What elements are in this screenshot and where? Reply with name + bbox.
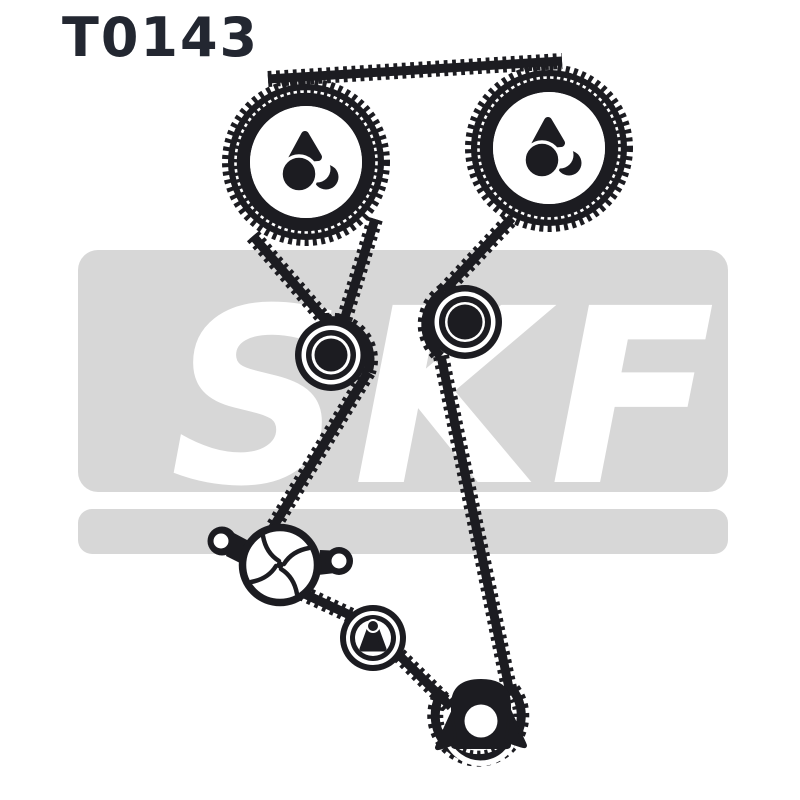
impeller-icon (248, 533, 312, 597)
crankshaft-sprocket (435, 679, 527, 766)
cam-hub-icon (279, 128, 339, 194)
idler-pulley (295, 319, 367, 391)
skf-watermark: SKF (78, 250, 728, 554)
tensioner-pulley (428, 285, 502, 359)
cam-hub-icon (522, 114, 582, 180)
watermark-panel (78, 250, 728, 492)
tensioner-adjuster-icon (359, 619, 387, 652)
mount-hole (213, 533, 229, 549)
camshaft-sprocket-left (222, 78, 390, 246)
part-number-label: T0143 (62, 6, 260, 69)
mount-hole (331, 553, 347, 569)
crank-bore-hole (464, 704, 498, 738)
small-tensioner-pulley (340, 605, 406, 671)
belt-body-layer (249, 56, 563, 764)
camshaft-sprocket-right (465, 64, 633, 232)
water-pump (207, 523, 353, 607)
